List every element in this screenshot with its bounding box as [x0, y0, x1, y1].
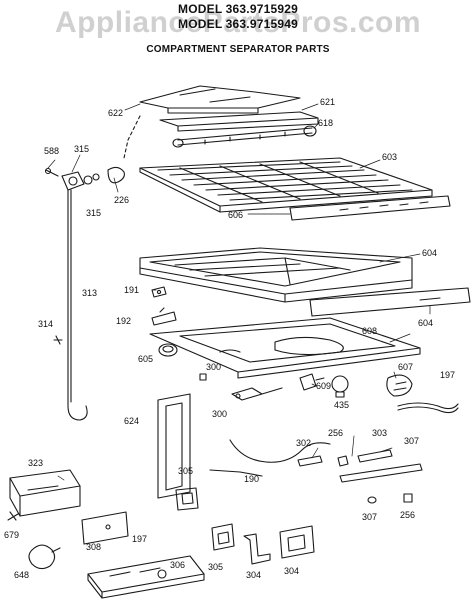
- label-603: 603: [382, 152, 397, 162]
- label-618: 618: [318, 118, 333, 128]
- label-303: 303: [372, 428, 387, 438]
- label-314: 314: [38, 319, 53, 329]
- part-302-switch: [297, 455, 323, 467]
- part-307-pin: [367, 496, 377, 504]
- watermark: AppliancePartsPros.com: [54, 6, 422, 39]
- part-314-clip: [53, 335, 63, 345]
- label-305b: 305: [208, 562, 223, 572]
- part-435-bulb: [331, 375, 349, 398]
- label-605: 605: [138, 354, 153, 364]
- part-603-shelf: [139, 157, 433, 213]
- label-607: 607: [398, 362, 413, 372]
- part-618-hinge-bar: [172, 125, 317, 148]
- label-315a: 315: [74, 144, 89, 154]
- part-191: [151, 286, 167, 298]
- label-300b: 300: [212, 409, 227, 419]
- label-197b: 197: [132, 534, 147, 544]
- label-609: 609: [316, 381, 331, 391]
- part-608-pan: [149, 317, 421, 379]
- label-604b: 604: [418, 318, 433, 328]
- label-306: 306: [170, 560, 185, 570]
- label-648: 648: [14, 570, 29, 580]
- part-197-harness: [397, 402, 459, 414]
- part-604-separator: [139, 247, 413, 303]
- label-300a: 300: [206, 362, 221, 372]
- part-315-washer: [83, 173, 100, 185]
- part-256-cap: [403, 493, 413, 503]
- part-622-rail: [139, 85, 301, 114]
- label-588: 588: [44, 146, 59, 156]
- label-307b: 307: [362, 512, 377, 522]
- label-608: 608: [362, 326, 377, 336]
- part-226-clip: [107, 166, 125, 184]
- part-624-duct: [157, 393, 191, 499]
- part-315-knob: [61, 171, 85, 191]
- leader-lines: [47, 103, 431, 481]
- label-622: 622: [108, 108, 123, 118]
- diagram-subtitle: COMPARTMENT SEPARATOR PARTS: [146, 44, 330, 55]
- model-line-1: MODEL 363.9715929: [178, 2, 298, 16]
- label-606: 606: [228, 210, 243, 220]
- part-607-shield: [386, 374, 413, 397]
- part-648-motor: [28, 544, 61, 570]
- part-306-knob: [157, 569, 167, 579]
- label-621: 621: [320, 97, 335, 107]
- part-300-sensor: [231, 387, 283, 401]
- part-305-switch: [175, 487, 199, 511]
- label-323: 323: [28, 458, 43, 468]
- label-192: 192: [116, 316, 131, 326]
- part-588-screw: [44, 167, 59, 177]
- part-197-housing: [87, 555, 205, 599]
- part-621-bracket: [159, 111, 319, 132]
- part-606-trim: [289, 195, 451, 221]
- part-256-spring: [337, 455, 349, 467]
- label-256b: 256: [400, 510, 415, 520]
- label-191: 191: [124, 285, 139, 295]
- part-305-bracket: [211, 523, 235, 551]
- label-305a: 305: [178, 466, 193, 476]
- model-line-2: MODEL 363.9715949: [178, 17, 298, 31]
- label-304a: 304: [246, 570, 261, 580]
- label-226: 226: [114, 195, 129, 205]
- label-604a: 604: [422, 248, 437, 258]
- leader-dashed: [123, 115, 141, 159]
- part-304-bracket: [243, 533, 271, 565]
- part-304-module: [279, 525, 315, 559]
- label-679: 679: [4, 530, 19, 540]
- label-624: 624: [124, 416, 139, 426]
- part-604-front-strip: [309, 287, 471, 317]
- label-190: 190: [244, 474, 259, 484]
- label-197a: 197: [440, 370, 455, 380]
- part-323-box: [9, 469, 81, 517]
- part-307-rail: [339, 463, 423, 483]
- label-315b: 315: [86, 208, 101, 218]
- part-190-harness: [209, 439, 331, 477]
- part-313-rod: [67, 189, 88, 421]
- part-605-grommet: [158, 343, 178, 357]
- label-435: 435: [334, 400, 349, 410]
- part-303-lever: [357, 449, 393, 463]
- label-256a: 256: [328, 428, 343, 438]
- part-679-screw: [7, 511, 19, 521]
- label-308: 308: [86, 542, 101, 552]
- label-302: 302: [296, 438, 311, 448]
- label-304b: 304: [284, 566, 299, 576]
- part-308-plate: [81, 511, 129, 545]
- part-300-bulb: [199, 373, 207, 381]
- label-313: 313: [82, 288, 97, 298]
- part-192: [151, 307, 177, 326]
- label-307a: 307: [404, 436, 419, 446]
